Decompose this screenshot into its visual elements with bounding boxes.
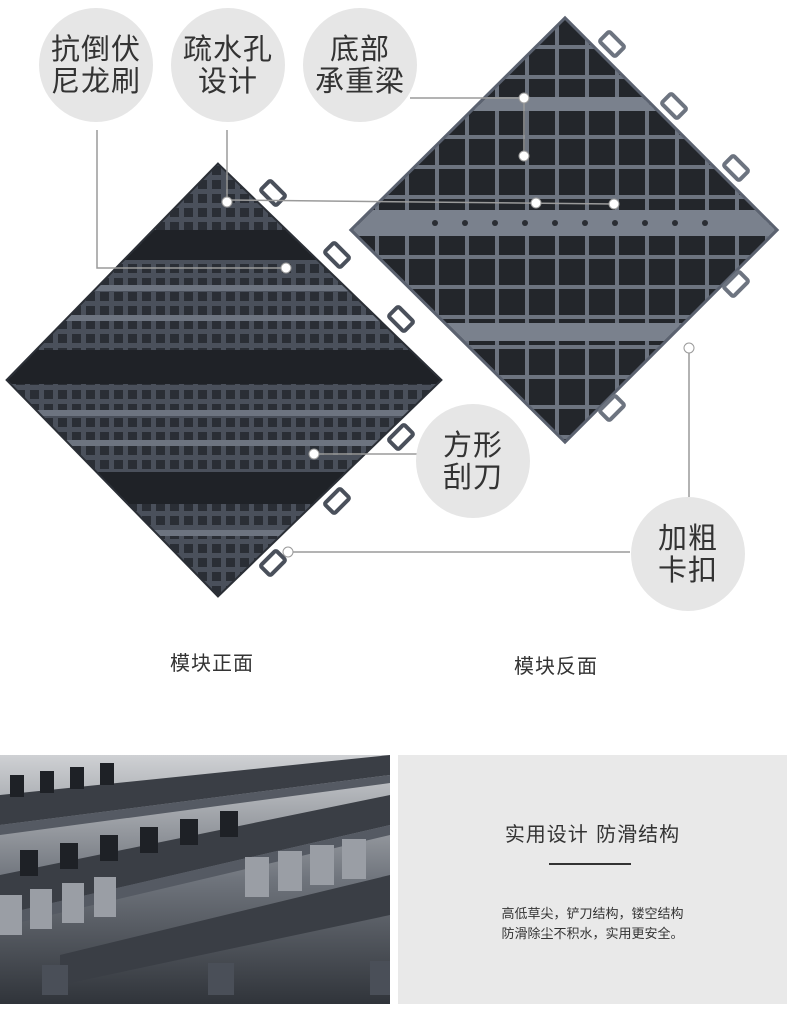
info-panel-title: 实用设计 防滑结构 — [504, 822, 681, 846]
callout-line: 设计 — [197, 64, 258, 98]
callout-nylon-brush: 抗倒伏 尼龙刷 — [39, 8, 153, 122]
callout-line: 加粗 — [657, 521, 718, 555]
callout-thick-clip: 加粗 卡扣 — [631, 497, 745, 611]
info-panel-line: 防滑除尘不积水，实用更安全。 — [501, 927, 684, 942]
info-panel: 实用设计 防滑结构 高低草尖，铲刀结构，镂空结构 防滑除尘不积水，实用更安全。 — [398, 755, 787, 1004]
callout-line: 抗倒伏 — [50, 32, 141, 66]
info-panel-line: 高低草尖，铲刀结构，镂空结构 — [501, 907, 684, 922]
callout-line: 底部 — [329, 32, 390, 66]
back-caption: 模块反面 — [514, 654, 598, 678]
callout-leader-lines — [96, 92, 695, 558]
callout-square-scraper: 方形 刮刀 — [416, 404, 530, 518]
brush-closeup-image — [0, 755, 390, 1004]
divider — [549, 863, 631, 865]
callout-line: 疏水孔 — [182, 32, 273, 66]
info-panel-text: 高低草尖，铲刀结构，镂空结构 防滑除尘不积水，实用更安全。 — [398, 905, 787, 945]
callout-line: 卡扣 — [657, 553, 718, 587]
callout-line: 尼龙刷 — [50, 64, 141, 98]
callout-drain-holes: 疏水孔 设计 — [171, 8, 285, 122]
back-tile-image — [348, 15, 780, 445]
front-caption: 模块正面 — [170, 651, 254, 675]
callout-load-beam: 底部 承重梁 — [303, 8, 417, 122]
callout-line: 承重梁 — [314, 64, 405, 98]
callout-line: 方形 — [442, 428, 503, 462]
callout-line: 刮刀 — [442, 460, 503, 494]
